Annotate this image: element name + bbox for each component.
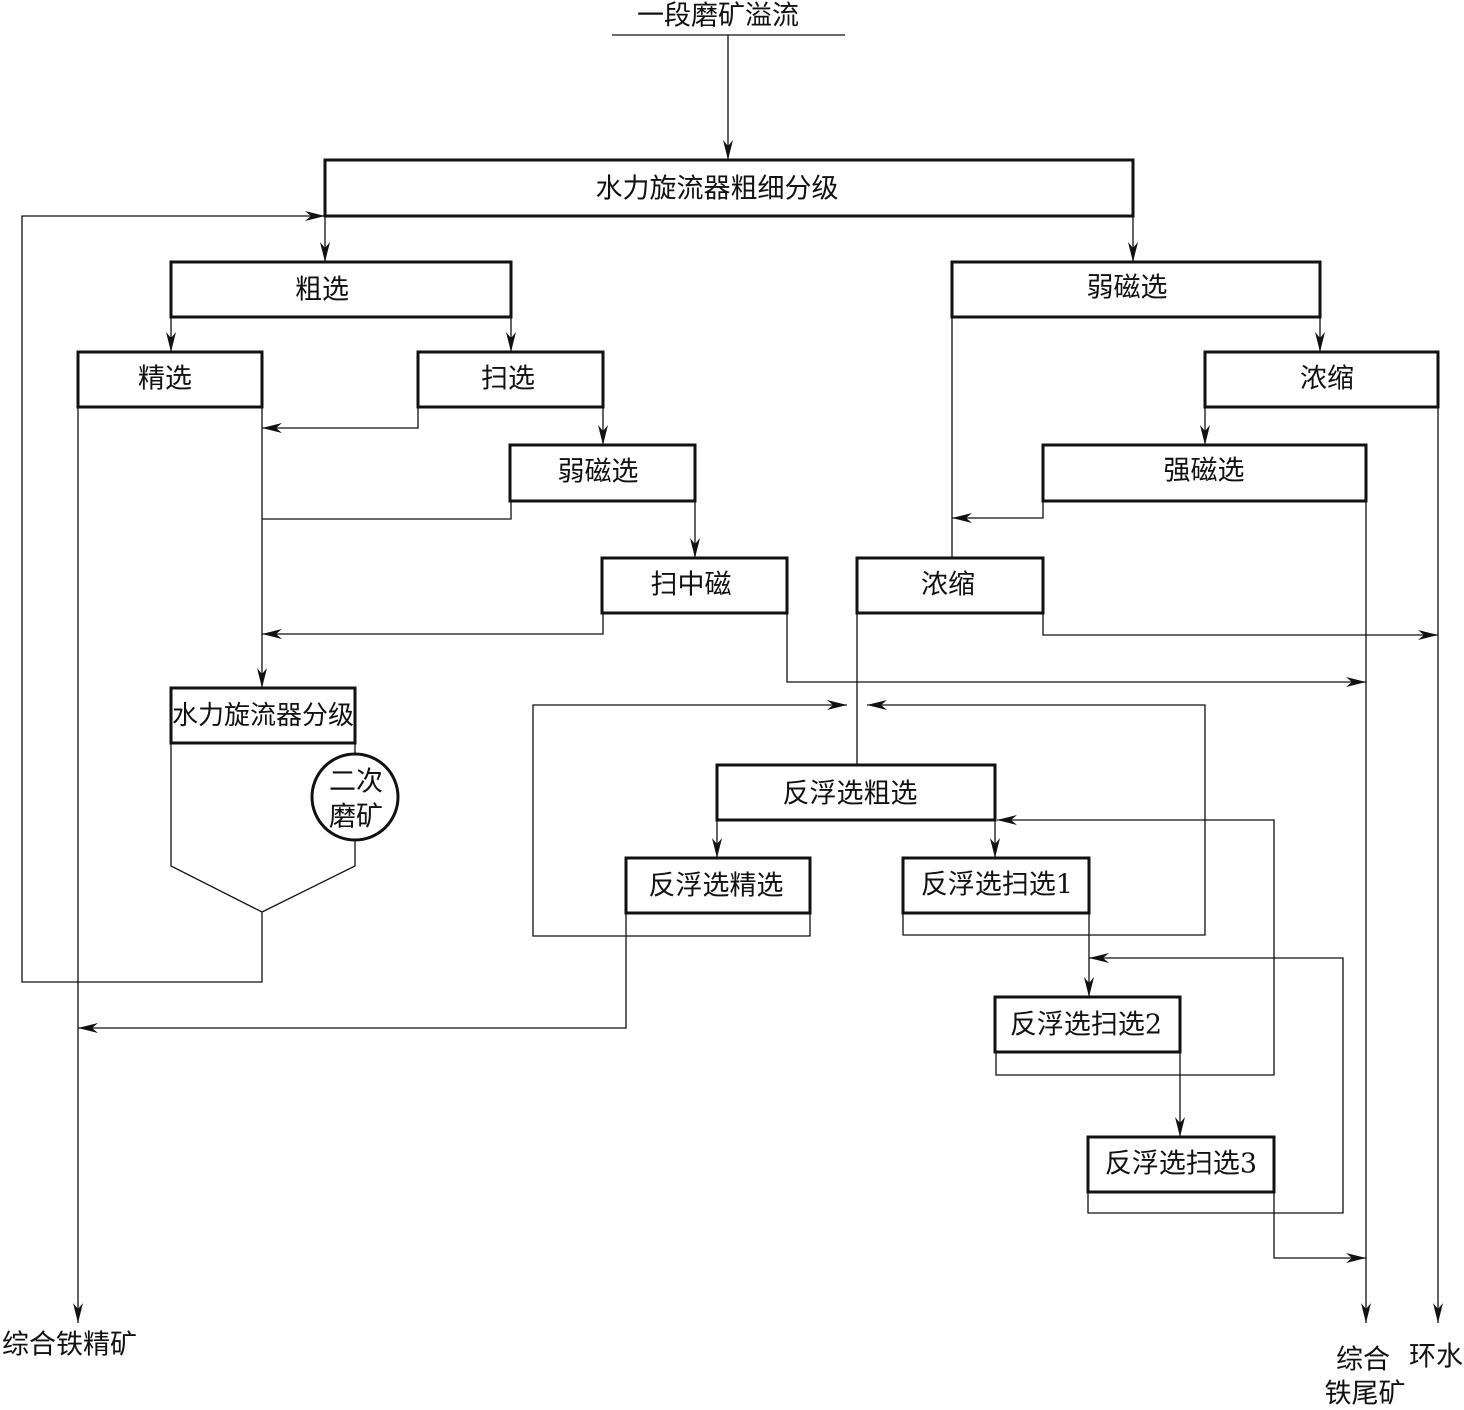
node-label: 弱磁选 [1087, 273, 1168, 304]
process-node-rf-rougher: 反浮选粗选 [715, 763, 997, 822]
node-label: 磨矿 [329, 802, 383, 833]
output-concentrate: 综合铁精矿 [2, 1330, 137, 1361]
input-label: 一段磨矿溢流 [637, 1, 799, 32]
process-node-wms-mid: 弱磁选 [508, 443, 697, 503]
node-label: 强磁选 [1164, 456, 1245, 487]
flow-connectors [21, 35, 1443, 1323]
node-label: 水力旋流器分级 [172, 701, 354, 731]
node-label: 反浮选精选 [649, 871, 784, 902]
output-tailings-line1: 综合 [1336, 1345, 1390, 1376]
node-label: 扫中磁 [651, 570, 732, 601]
output-water: 环水 [1409, 1342, 1463, 1373]
output-tailings-line2: 铁尾矿 [1325, 1379, 1406, 1410]
node-label: 反浮选粗选 [783, 779, 918, 810]
process-node-rf-scav2: 反浮选扫选2 [993, 995, 1182, 1054]
node-label: 反浮选扫选3 [1105, 1149, 1257, 1180]
process-node-scavenger: 扫选 [416, 350, 605, 409]
node-label: 浓缩 [921, 570, 975, 601]
node-label: 水力旋流器粗细分级 [596, 174, 839, 205]
process-node-cleaner: 精选 [76, 350, 264, 409]
process-node-wms-right: 弱磁选 [950, 260, 1322, 319]
process-node-thickener-mid: 浓缩 [855, 556, 1045, 615]
node-label: 精选 [138, 364, 192, 395]
node-label: 粗选 [295, 275, 349, 306]
node-label: 二次 [329, 767, 383, 798]
process-node-regrind: 二次 磨矿 [310, 752, 400, 842]
node-label: 反浮选扫选1 [921, 870, 1073, 901]
process-node-thickener-top: 浓缩 [1203, 350, 1440, 409]
process-node-rf-cleaner: 反浮选精选 [624, 856, 812, 915]
process-node-scav-medium-mag: 扫中磁 [600, 556, 789, 615]
process-node-cyclone-secondary: 水力旋流器分级 [169, 686, 357, 745]
process-node-cyclone-main: 水力旋流器粗细分级 [323, 158, 1135, 218]
node-label: 浓缩 [1300, 364, 1354, 395]
process-node-rf-scav1: 反浮选扫选1 [901, 856, 1091, 915]
node-label: 反浮选扫选2 [1010, 1010, 1162, 1041]
process-node-rf-scav3: 反浮选扫选3 [1086, 1135, 1276, 1194]
process-node-rougher: 粗选 [169, 260, 513, 319]
node-label: 弱磁选 [558, 457, 639, 488]
process-node-strong-mag: 强磁选 [1041, 443, 1368, 503]
node-label: 扫选 [481, 364, 535, 395]
